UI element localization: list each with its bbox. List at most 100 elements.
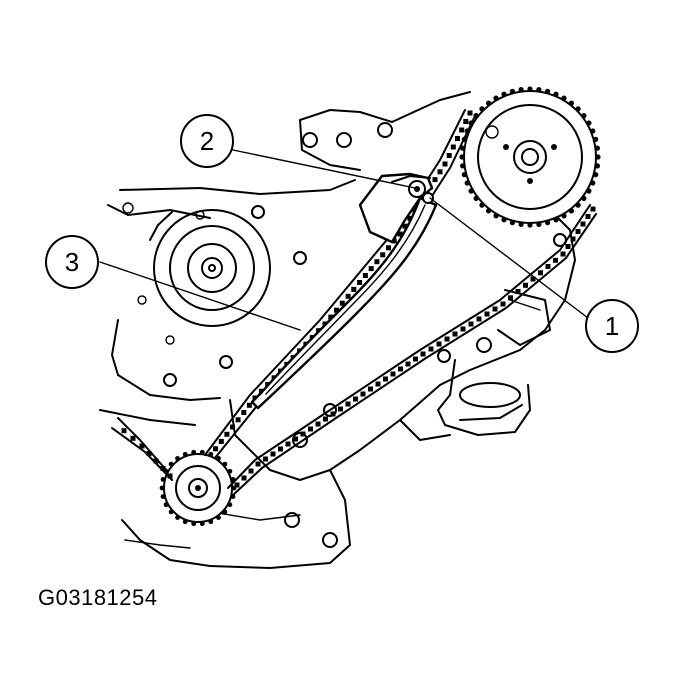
engine-mount-bracket [437, 289, 551, 436]
cam-sprocket-tooth [575, 202, 581, 208]
chain-link [590, 206, 596, 212]
mounting-bolts [163, 122, 567, 548]
chain-link [224, 431, 230, 437]
cam-sprocket-tooth [518, 221, 524, 227]
crank-sprocket-tooth [182, 451, 188, 457]
chain-link [442, 161, 448, 167]
cam-sprocket-tooth [581, 195, 587, 201]
chain-link [500, 301, 506, 307]
cam-sprocket-tooth [593, 136, 599, 142]
chain-link [553, 257, 558, 263]
crank-sprocket-tooth [222, 509, 228, 515]
cam-sprocket-tooth [464, 180, 470, 186]
chain-link [357, 280, 363, 285]
chain-link [530, 276, 536, 282]
crank-sprocket-tooth [160, 477, 166, 482]
crank-sprocket-tooth [199, 449, 205, 455]
chain-link [420, 351, 426, 357]
chain-link [353, 396, 358, 402]
cam-sprocket-tooth [459, 154, 465, 160]
crank-sprocket-tooth [216, 515, 221, 520]
chain-link [455, 136, 460, 141]
cam-sprocket-tooth [553, 217, 559, 223]
cam-sprocket-tooth [527, 86, 533, 92]
pivot-bolt [422, 192, 434, 204]
cam-sprocket-tooth [594, 145, 601, 151]
callout-1: 1 [585, 299, 639, 353]
cam-sprocket-tooth [501, 91, 507, 97]
cam-sprocket-tooth [493, 95, 499, 101]
crank-sprocket-tooth [208, 519, 214, 525]
chain-link [460, 326, 466, 332]
chain-link [139, 443, 145, 449]
cam-sprocket-tooth [590, 180, 596, 186]
chain-link [334, 307, 339, 313]
chain-link [323, 416, 328, 422]
chain-link [575, 229, 581, 234]
crank-sprocket-tooth [227, 502, 233, 508]
chain-link [397, 231, 403, 237]
chain-link [437, 169, 443, 175]
chain-link [432, 177, 438, 183]
chain-link [270, 451, 276, 457]
cam-sprocket-tooth [468, 188, 474, 194]
chain-link [515, 289, 521, 294]
cam-sprocket-tooth [509, 220, 515, 226]
cam-sprocket-tooth [545, 88, 551, 94]
chain-link [338, 406, 343, 412]
water-pump-pulley [122, 202, 271, 345]
callout-3: 3 [45, 235, 99, 289]
chain-link [213, 446, 219, 452]
chain-link [444, 336, 450, 342]
cam-sprocket-tooth [545, 220, 551, 226]
chain-link [339, 300, 345, 306]
cam-sprocket-tooth [501, 217, 507, 223]
cam-sprocket-tooth [594, 163, 601, 169]
crank-sprocket-tooth [168, 509, 174, 515]
crankshaft-sprocket [163, 453, 233, 523]
chain-link [383, 376, 388, 382]
chain-link [538, 270, 543, 276]
figure-id: G03181254 [38, 585, 158, 610]
chain-link [234, 482, 240, 488]
chain-link [476, 316, 482, 322]
crank-sprocket-tooth [168, 461, 174, 467]
cam-sprocket-tooth [590, 128, 596, 134]
cam-sprocket-tooth [460, 163, 466, 169]
chain-link [405, 361, 411, 367]
crank-sprocket-tooth [208, 451, 214, 457]
chain-link [407, 215, 413, 221]
cam-sprocket-tooth [561, 213, 567, 219]
chain-link [153, 458, 159, 464]
chain-link [246, 402, 252, 408]
cam-sprocket-tooth [553, 91, 559, 97]
cam-sprocket-tooth [486, 208, 492, 214]
cam-sprocket-tooth [509, 88, 515, 94]
crank-sprocket-tooth [160, 494, 166, 499]
chain-link [345, 293, 351, 299]
chain-link [167, 473, 173, 479]
chain-link [330, 411, 336, 417]
crank-sprocket-tooth [191, 521, 197, 527]
cam-sprocket-tooth [536, 87, 542, 93]
chain-link [160, 466, 166, 471]
chain-link [241, 410, 247, 415]
chain-link [375, 381, 381, 387]
chain-link [492, 306, 498, 312]
chain-link [565, 244, 571, 249]
chain-link [278, 446, 283, 452]
crank-sprocket-tooth [222, 461, 228, 467]
callout-2: 2 [180, 114, 234, 168]
cam-sprocket-tooth [595, 154, 601, 160]
chain-link [360, 391, 366, 397]
tensioner-arm [358, 172, 434, 244]
crank-sprocket-tooth [199, 521, 205, 527]
chain-link [402, 223, 408, 229]
cam-sprocket-tooth [575, 106, 581, 112]
chain-link [130, 435, 136, 441]
chain-link [230, 424, 235, 430]
chain-link [398, 366, 403, 372]
chain-link [255, 461, 261, 467]
crank-sprocket-tooth [216, 456, 221, 461]
chain-link [463, 119, 469, 124]
